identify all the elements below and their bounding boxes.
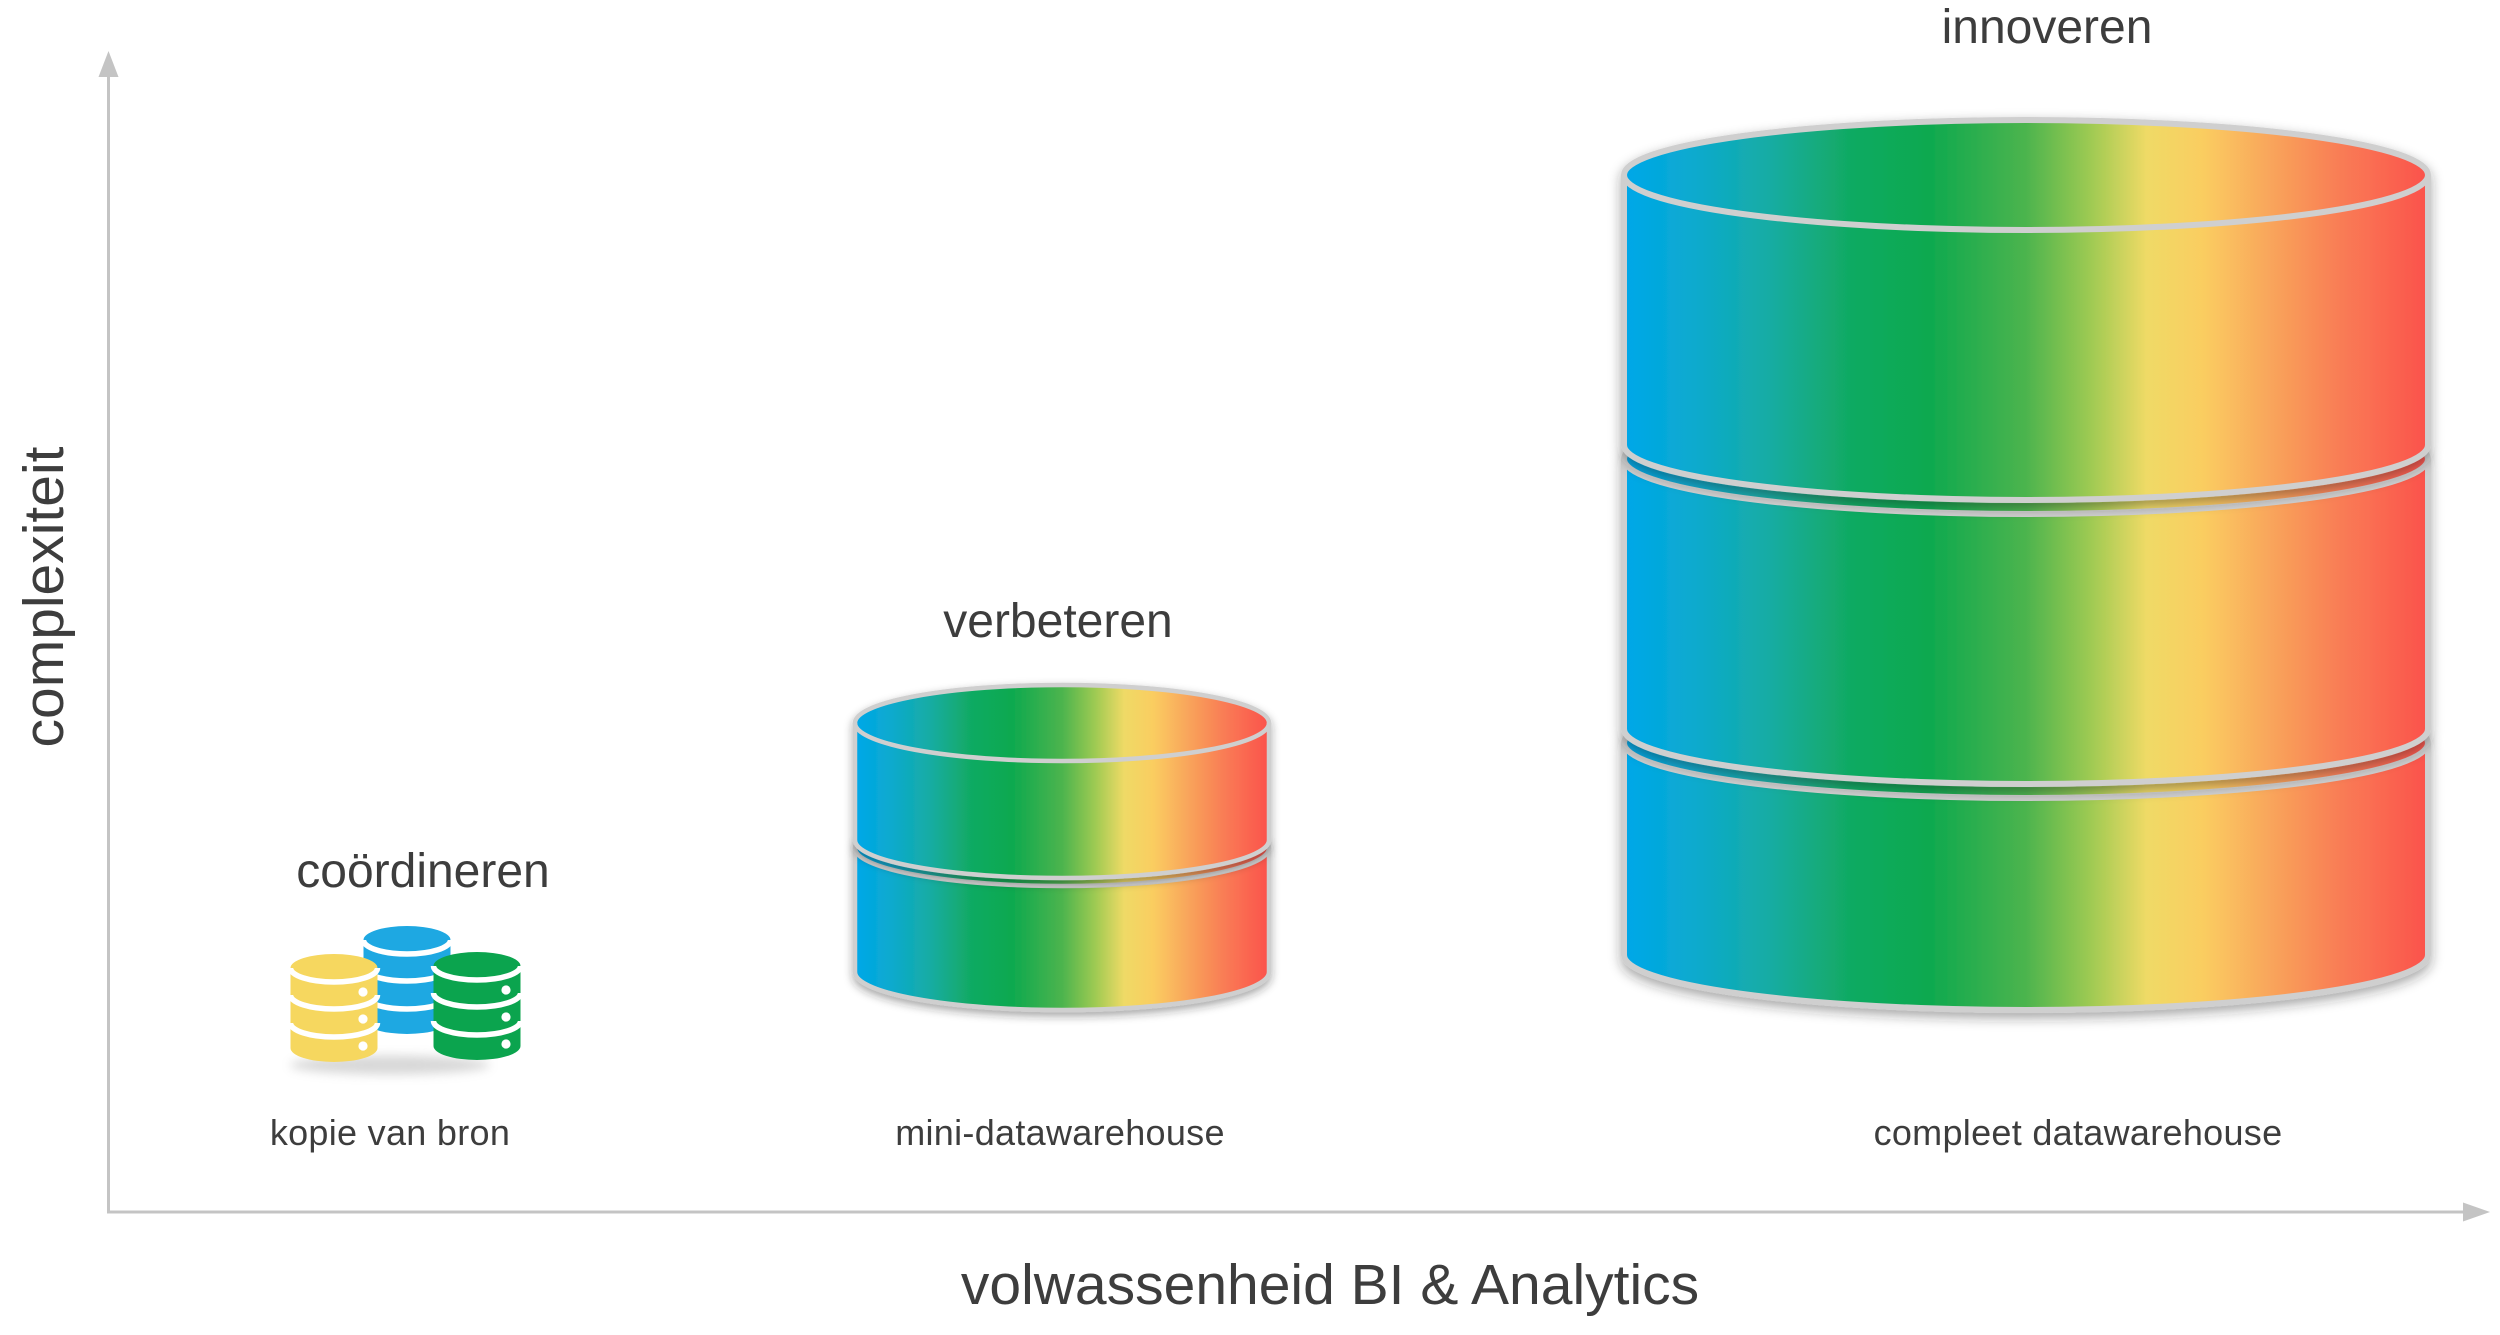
database-icon-yellow [291, 954, 378, 1062]
stage-caption-kopie-van-bron: kopie van bron [269, 1112, 511, 1153]
stage-title-coordineren: coördineren [296, 845, 550, 898]
cylinder-segment-top [1621, 117, 2431, 503]
stage-caption-compleet-datawarehouse: compleet datawarehouse [1873, 1112, 2283, 1153]
database-icon-green [434, 952, 521, 1060]
source-databases-icon [283, 918, 528, 1075]
x-axis-line [107, 1210, 2464, 1214]
stage-title-innoveren: innoveren [1941, 1, 2153, 54]
x-axis-arrowhead-icon [2463, 1202, 2490, 1222]
x-axis-label: volwassenheid BI & Analytics [960, 1253, 1700, 1317]
mini-datawarehouse-cylinder [852, 682, 1272, 1013]
y-axis-line [107, 74, 110, 1213]
stage-caption-mini-datawarehouse: mini-datawarehouse [895, 1112, 1225, 1153]
y-axis-label: complexiteit [12, 446, 76, 748]
y-axis-arrowhead-icon [98, 51, 119, 77]
stage-title-verbeteren: verbeteren [943, 595, 1173, 648]
cylinder-segment-top [852, 682, 1272, 881]
compleet-datawarehouse-cylinder [1621, 117, 2431, 1013]
